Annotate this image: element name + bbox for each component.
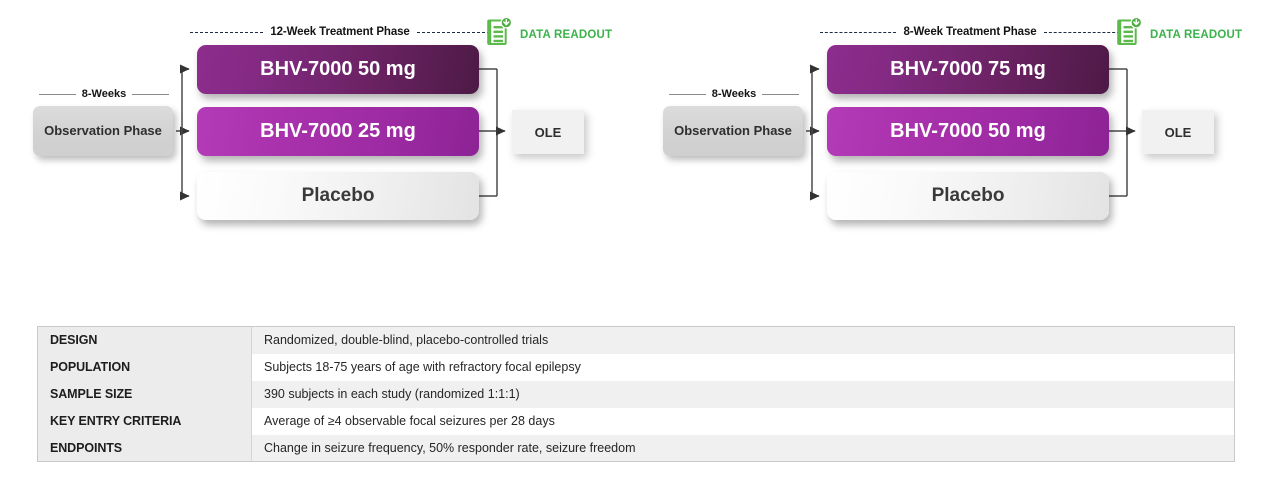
dashed-rule-left — [820, 31, 897, 33]
observation-phase-group: 8-Weeks Observation Phase — [663, 86, 805, 156]
treatment-phase-header: 12-Week Treatment Phase — [190, 22, 491, 42]
observation-phase-box: Observation Phase — [663, 106, 803, 156]
weeks-rule-left — [39, 93, 76, 95]
dashed-rule-left — [190, 31, 264, 33]
treatment-arm-high-dose: BHV-7000 75 mg — [827, 45, 1109, 94]
weeks-rule-left — [669, 93, 706, 95]
treatment-phase-header: 8-Week Treatment Phase — [820, 22, 1120, 42]
observation-duration-label: 8-Weeks — [711, 88, 757, 100]
dashed-rule-right — [1043, 31, 1120, 33]
treatment-arm-low-dose: BHV-7000 25 mg — [197, 107, 479, 156]
table-row: POPULATION Subjects 18-75 years of age w… — [37, 353, 1235, 381]
row-value: Change in seizure frequency, 50% respond… — [251, 434, 1235, 462]
row-label: KEY ENTRY CRITERIA — [37, 407, 252, 435]
study-diagram-left: 12-Week Treatment Phase DATA READOUT 8-W… — [0, 0, 635, 250]
data-readout-label: DATA READOUT — [1150, 28, 1243, 41]
row-label: POPULATION — [37, 353, 252, 381]
open-label-extension-box: OLE — [512, 110, 584, 154]
observation-phase-group: 8-Weeks Observation Phase — [33, 86, 175, 156]
row-value: Subjects 18-75 years of age with refract… — [251, 353, 1235, 381]
data-readout-badge: DATA READOUT — [1117, 16, 1243, 52]
table-row: KEY ENTRY CRITERIA Average of ≥4 observa… — [37, 407, 1235, 435]
treatment-phase-title: 12-Week Treatment Phase — [270, 26, 410, 38]
observation-duration-header: 8-Weeks — [663, 86, 805, 102]
table-row: SAMPLE SIZE 390 subjects in each study (… — [37, 380, 1235, 408]
treatment-arm-placebo: Placebo — [827, 172, 1109, 220]
data-readout-icon — [1117, 16, 1143, 52]
study-diagram-right: 8-Week Treatment Phase DATA READOUT 8-We… — [630, 0, 1265, 250]
row-value: Randomized, double-blind, placebo-contro… — [251, 326, 1235, 354]
treatment-phase-title: 8-Week Treatment Phase — [903, 26, 1037, 38]
row-label: ENDPOINTS — [37, 434, 252, 462]
row-label: DESIGN — [37, 326, 252, 354]
row-value: 390 subjects in each study (randomized 1… — [251, 380, 1235, 408]
table-row: DESIGN Randomized, double-blind, placebo… — [37, 326, 1235, 354]
trial-summary-table: DESIGN Randomized, double-blind, placebo… — [37, 326, 1235, 462]
weeks-rule-right — [132, 93, 169, 95]
table-row: ENDPOINTS Change in seizure frequency, 5… — [37, 434, 1235, 462]
observation-phase-box: Observation Phase — [33, 106, 173, 156]
treatment-arm-high-dose: BHV-7000 50 mg — [197, 45, 479, 94]
data-readout-badge: DATA READOUT — [487, 16, 613, 52]
observation-duration-header: 8-Weeks — [33, 86, 175, 102]
treatment-arm-low-dose: BHV-7000 50 mg — [827, 107, 1109, 156]
data-readout-icon — [487, 16, 513, 52]
row-label: SAMPLE SIZE — [37, 380, 252, 408]
row-value: Average of ≥4 observable focal seizures … — [251, 407, 1235, 435]
open-label-extension-box: OLE — [1142, 110, 1214, 154]
weeks-rule-right — [762, 93, 799, 95]
dashed-rule-right — [416, 31, 491, 33]
observation-duration-label: 8-Weeks — [81, 88, 127, 100]
data-readout-label: DATA READOUT — [520, 28, 613, 41]
treatment-arm-placebo: Placebo — [197, 172, 479, 220]
